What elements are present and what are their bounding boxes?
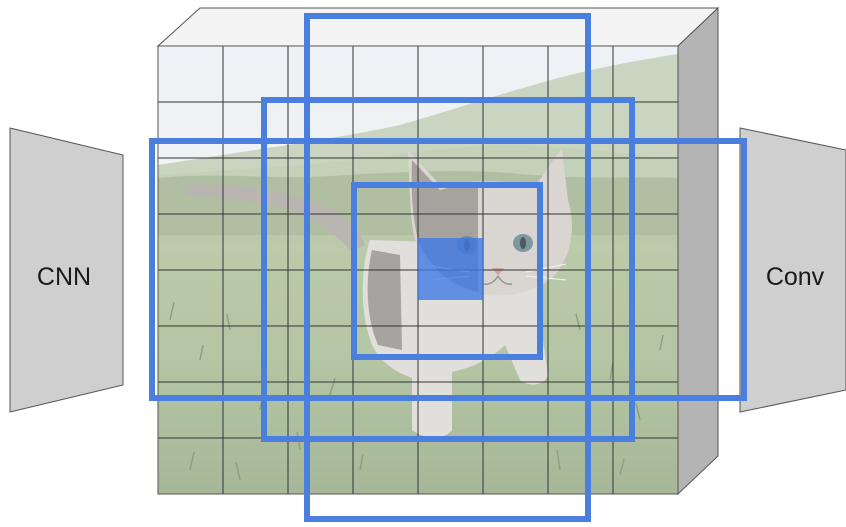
conv-label: Conv [766, 263, 825, 291]
highlighted-cell [418, 238, 483, 300]
block-side-face [678, 8, 718, 494]
cnn-block: CNN [10, 128, 123, 412]
cnn-label: CNN [37, 263, 91, 291]
conv-block: Conv [740, 128, 846, 412]
